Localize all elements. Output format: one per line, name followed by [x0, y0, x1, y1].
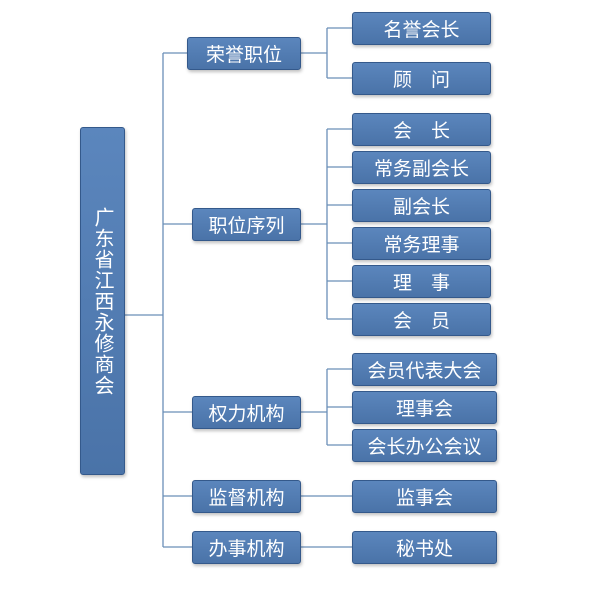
root-node: 广东省江西永修商会	[80, 127, 125, 475]
node-vice-president: 副会长	[352, 189, 491, 222]
node-supervisory-board: 监事会	[352, 480, 497, 513]
node-executive-director: 常务理事	[352, 227, 491, 260]
node-council: 理事会	[352, 391, 497, 424]
node-president: 会 长	[352, 113, 491, 146]
branch-honorary: 荣誉职位	[187, 37, 301, 70]
branch-positions: 职位序列	[192, 208, 301, 241]
node-member: 会 员	[352, 303, 491, 336]
node-secretariat: 秘书处	[352, 531, 497, 564]
node-director: 理 事	[352, 265, 491, 298]
node-advisor: 顾 问	[352, 62, 491, 95]
branch-authority: 权力机构	[192, 396, 301, 429]
branch-administration: 办事机构	[192, 531, 301, 564]
node-honorary-president: 名誉会长	[352, 12, 491, 45]
node-executive-vice-president: 常务副会长	[352, 151, 491, 184]
node-member-congress: 会员代表大会	[352, 353, 497, 386]
node-president-office-meeting: 会长办公会议	[352, 429, 497, 462]
branch-supervision: 监督机构	[192, 480, 301, 513]
